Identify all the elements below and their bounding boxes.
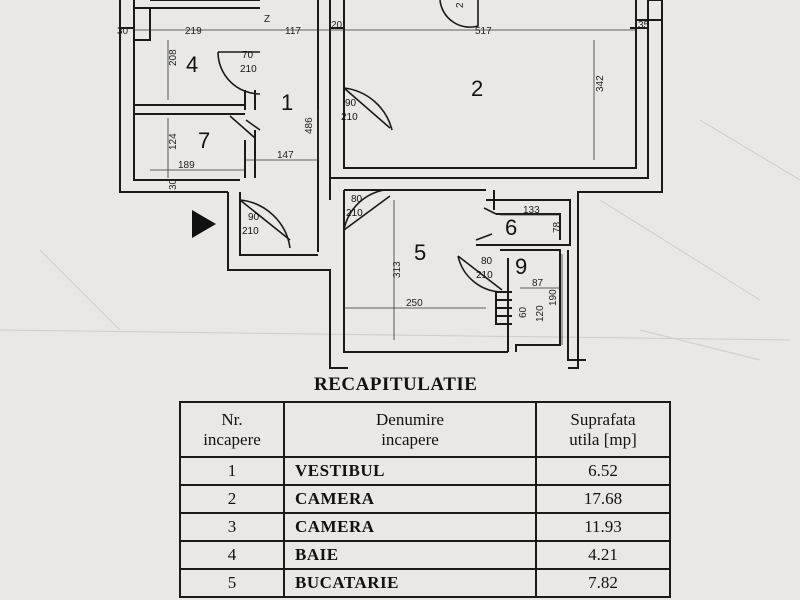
dimension-label: 147 xyxy=(277,150,294,161)
dimension-label: Z xyxy=(264,14,270,25)
door-width-label: 80 xyxy=(481,256,493,267)
dimension-label: 35 xyxy=(638,20,650,31)
door-height-label: 210 xyxy=(341,112,358,123)
dimension-label: 219 xyxy=(185,26,202,37)
cell-nr: 5 xyxy=(179,568,285,598)
room-label: 7 xyxy=(198,128,210,153)
cell-nr: 4 xyxy=(179,540,285,570)
door-height-label: 210 xyxy=(242,226,259,237)
room-label: 4 xyxy=(186,52,198,77)
dimension-label: 250 xyxy=(406,298,423,309)
header-nr: Nr.incapere xyxy=(179,401,285,458)
table-row: 4 BAIE 4.21 xyxy=(179,540,671,570)
room-label: 1 xyxy=(281,90,293,115)
door-height-label: 210 xyxy=(240,64,257,75)
door-width-label: 90 xyxy=(345,98,357,109)
cell-name: CAMERA xyxy=(283,484,537,514)
dimension-label: 20 xyxy=(331,20,343,31)
recap-title: RECAPITULATIE xyxy=(314,374,478,395)
dimension-label: 120 xyxy=(535,305,546,322)
door-height-label: 210 xyxy=(346,208,363,219)
cell-area: 4.21 xyxy=(535,540,671,570)
cell-name: BAIE xyxy=(283,540,537,570)
cell-name: CAMERA xyxy=(283,512,537,542)
dimension-label: 78 xyxy=(552,221,563,233)
door-height-label: 210 xyxy=(476,270,493,281)
room-label: 2 xyxy=(471,76,483,101)
dimension-label: 190 xyxy=(548,289,559,306)
table-row: 1 VESTIBUL 6.52 xyxy=(179,456,671,486)
dimension-label: 60 xyxy=(518,306,529,318)
door-width-label: 70 xyxy=(242,50,254,61)
table-row: 3 CAMERA 11.93 xyxy=(179,512,671,542)
cell-name: BUCATARIE xyxy=(283,568,537,598)
table-row: 2 CAMERA 17.68 xyxy=(179,484,671,514)
cell-nr: 1 xyxy=(179,456,285,486)
cell-area: 17.68 xyxy=(535,484,671,514)
dimension-label: 30 xyxy=(168,178,179,190)
cell-name: VESTIBUL xyxy=(283,456,537,486)
cell-area: 11.93 xyxy=(535,512,671,542)
room-label: 6 xyxy=(505,215,517,240)
door-width-label: 80 xyxy=(351,194,363,205)
cell-nr: 3 xyxy=(179,512,285,542)
dimension-label: 133 xyxy=(523,205,540,216)
dimension-label: 87 xyxy=(532,278,544,289)
dimension-label: 30 xyxy=(117,26,129,37)
cell-nr: 2 xyxy=(179,484,285,514)
dimension-label: 124 xyxy=(168,133,179,150)
cell-area: 7.82 xyxy=(535,568,671,598)
dimension-label: 208 xyxy=(168,49,179,66)
table-row: 5 BUCATARIE 7.82 xyxy=(179,568,671,598)
dimension-label: 189 xyxy=(178,160,195,171)
door-width-label: 90 xyxy=(248,212,260,223)
dimension-label: 117 xyxy=(285,26,301,37)
dimension-label: 2 xyxy=(455,2,466,8)
floor-plan: 1 2 4 5 6 7 9 30 219 117 20 517 35 Z 2 2… xyxy=(0,0,800,369)
dimension-label: 517 xyxy=(475,26,492,37)
cell-area: 6.52 xyxy=(535,456,671,486)
dimension-label: 313 xyxy=(392,261,403,278)
room-label: 9 xyxy=(515,254,527,279)
room-label: 5 xyxy=(414,240,426,265)
entrance-arrow-icon xyxy=(192,210,216,238)
dimension-label: 342 xyxy=(595,75,606,92)
dimension-label: 486 xyxy=(304,117,315,134)
